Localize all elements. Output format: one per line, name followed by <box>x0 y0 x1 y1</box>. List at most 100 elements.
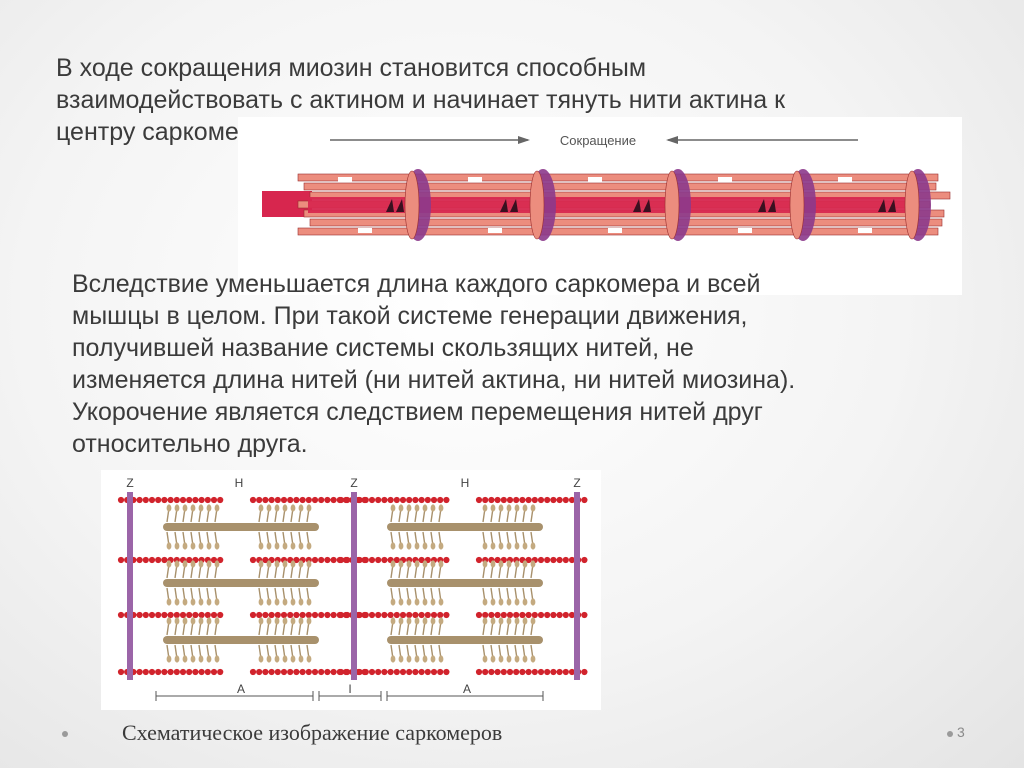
actin-bead <box>179 668 187 676</box>
actin-bead <box>430 668 438 676</box>
myosin-head <box>174 655 180 663</box>
actin-bead <box>293 556 300 564</box>
myosin-head <box>266 542 272 550</box>
actin-bead <box>537 556 545 564</box>
actin-bead <box>192 496 199 504</box>
actin-bead <box>262 556 269 564</box>
actin-bead <box>299 668 306 676</box>
actin-bead <box>544 611 551 619</box>
actin-bead <box>186 556 193 564</box>
myosin-head <box>290 560 296 568</box>
actin-bead <box>262 668 269 676</box>
myosin-rod <box>387 523 543 531</box>
myosin-rod <box>387 636 543 644</box>
actin-bead <box>198 668 205 676</box>
cross-bridge <box>510 199 518 212</box>
actin-bead <box>525 496 532 504</box>
z-label: Z <box>126 476 133 490</box>
myosin-head <box>406 504 412 512</box>
explanation-line: относительно друга. <box>72 430 308 458</box>
actin-bead <box>204 611 211 619</box>
myofibril-bundle <box>262 169 951 241</box>
actin-bead <box>311 611 319 619</box>
actin-bead <box>531 496 538 504</box>
myosin-head <box>198 655 204 663</box>
myosin-head <box>258 655 264 663</box>
actin-bead <box>406 496 413 504</box>
myosin-head <box>298 655 304 663</box>
myosin-head <box>190 560 196 568</box>
actin-bead <box>362 556 369 564</box>
actin-bead <box>399 668 407 676</box>
myosin-head <box>530 560 536 568</box>
myosin-head <box>482 542 488 550</box>
i-band-label: I <box>348 682 351 696</box>
actin-bead <box>287 496 294 504</box>
actin-bead <box>136 668 143 676</box>
disk-rim <box>904 170 920 240</box>
actin-bead <box>418 611 425 619</box>
myosin-head <box>398 598 404 606</box>
myosin-head <box>398 655 404 663</box>
actin-bead <box>173 496 180 504</box>
actin-bead <box>475 668 483 676</box>
actin-bead <box>544 668 551 676</box>
actin-bead <box>568 556 576 564</box>
myosin-head <box>522 617 528 625</box>
actin-bead <box>330 668 337 676</box>
filament <box>297 173 939 182</box>
myosin-head <box>174 598 180 606</box>
actin-bead <box>161 668 168 676</box>
actin-bead <box>268 496 275 504</box>
actin-bead <box>142 611 149 619</box>
myosin-head <box>490 504 496 512</box>
myosin-head <box>290 655 296 663</box>
actin-bead <box>210 611 218 619</box>
z-label: Z <box>350 476 357 490</box>
actin-bead <box>186 496 193 504</box>
myosin-head <box>398 504 404 512</box>
actin-bead <box>256 611 263 619</box>
myosin-head <box>258 542 264 550</box>
actin-bead <box>525 668 532 676</box>
explanation-paragraph: Вследствие уменьшается длина каждого сар… <box>72 268 952 460</box>
myosin-head <box>266 560 272 568</box>
actin-bead <box>581 611 588 619</box>
a-band-label: A <box>237 682 245 696</box>
actin-bead <box>581 556 588 564</box>
actin-bead <box>324 556 331 564</box>
actin-bead <box>155 611 162 619</box>
actin-bead <box>142 556 149 564</box>
figure-caption: Схематическое изображение саркомеров <box>122 720 503 745</box>
actin-bead <box>443 496 450 504</box>
actin-bead <box>330 611 337 619</box>
actin-bead <box>475 556 483 564</box>
filament-gap <box>858 228 872 233</box>
actin-bead <box>256 496 263 504</box>
filament-gap <box>608 228 622 233</box>
actin-bead <box>362 496 369 504</box>
filament-gap <box>358 228 372 233</box>
actin-bead <box>482 668 489 676</box>
myosin-head <box>422 542 428 550</box>
myosin-head <box>490 617 496 625</box>
myosin-head <box>198 560 204 568</box>
actin-bead <box>167 611 174 619</box>
actin-bead <box>117 496 125 504</box>
cross-bridge <box>888 199 896 212</box>
myosin-head <box>414 560 420 568</box>
filament-gap <box>738 228 752 233</box>
actin-bead <box>500 668 507 676</box>
myosin-head <box>266 655 272 663</box>
myosin-head <box>422 504 428 512</box>
myosin-head <box>274 655 280 663</box>
explanation-line: Вследствие уменьшается длина каждого сар… <box>72 270 761 298</box>
myosin-head <box>166 598 172 606</box>
myosin-head <box>530 542 536 550</box>
myosin-head <box>498 655 504 663</box>
actin-bead <box>368 556 376 564</box>
actin-bead <box>148 496 156 504</box>
actin-bead <box>544 556 551 564</box>
